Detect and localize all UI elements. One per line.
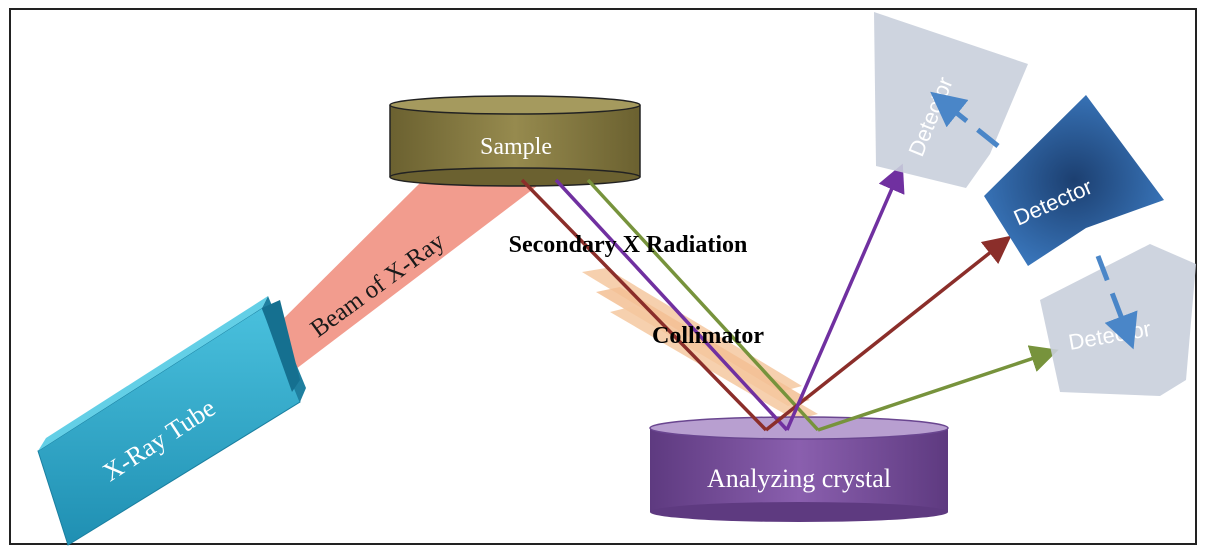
- xray-tube: [37, 296, 306, 546]
- secondary-radiation-label: Secondary X Radiation: [509, 232, 748, 258]
- crystal-label: Analyzing crystal: [707, 464, 891, 493]
- ray-brown-in: [520, 178, 768, 432]
- detector-top: [874, 12, 1028, 188]
- ray-purple-in: [554, 178, 789, 432]
- ray-green-in: [586, 178, 820, 432]
- ray-purple-out: [785, 163, 905, 431]
- ray-brown-out: [764, 235, 1012, 432]
- sample-label: Sample: [480, 134, 552, 160]
- detector-bottom: [1040, 244, 1196, 396]
- analyzing-crystal: [649, 416, 949, 522]
- dashed-arrow-up: [930, 91, 1000, 148]
- dashed-arrow-down: [1095, 255, 1138, 350]
- ray-green-out: [817, 345, 1059, 432]
- detector-main: [984, 95, 1164, 266]
- collimator-label: Collimator: [652, 323, 764, 349]
- diagram-frame: [9, 8, 1197, 545]
- xray-beam: [262, 178, 545, 372]
- sample-disk: [389, 95, 641, 187]
